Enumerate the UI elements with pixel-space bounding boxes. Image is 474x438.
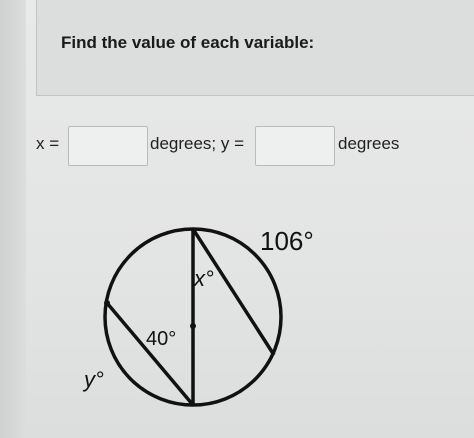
y-answer-input[interactable] bbox=[255, 126, 335, 166]
angle-label-40: 40° bbox=[146, 328, 176, 350]
question-prompt-box: Find the value of each variable: bbox=[36, 0, 474, 96]
x-answer-input[interactable] bbox=[68, 126, 148, 166]
left-chord-endpoint bbox=[104, 300, 110, 306]
arc-label-106: 106° bbox=[260, 226, 314, 256]
right-chord bbox=[191, 228, 276, 356]
angle-label-x: x° bbox=[193, 266, 214, 291]
question-prompt: Find the value of each variable: bbox=[61, 33, 315, 52]
angle-label-y: y° bbox=[82, 367, 104, 392]
x-equals-label: x = bbox=[36, 134, 60, 153]
y-degrees-label: degrees bbox=[338, 134, 400, 153]
left-chord bbox=[105, 301, 195, 407]
page-left-edge bbox=[0, 0, 26, 438]
answer-row: x = degrees; y = degrees bbox=[0, 122, 474, 172]
circle-figure: 106° x° 40° y° bbox=[82, 226, 314, 407]
center-point bbox=[190, 323, 196, 329]
x-degrees-y-equals-label: degrees; y = bbox=[150, 134, 245, 153]
